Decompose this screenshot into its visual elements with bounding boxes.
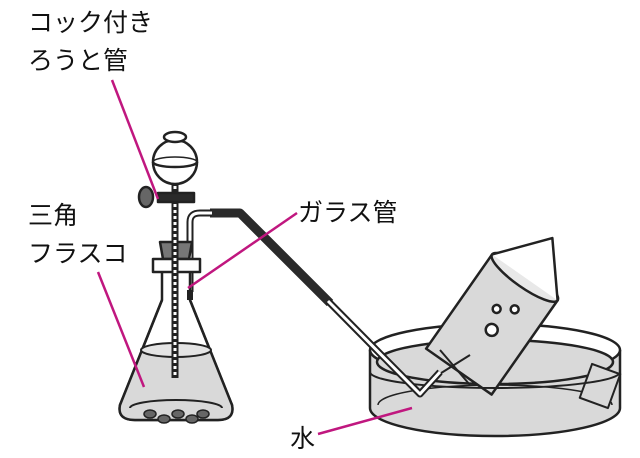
label-flask-2: フラスコ: [28, 239, 128, 268]
leader-funnel: [110, 79, 160, 200]
stopcock-funnel: [137, 130, 199, 378]
collection-bottle: [424, 236, 560, 396]
leader-lines: [96, 79, 413, 436]
delivery-tube: [186, 208, 443, 398]
label-stopcock-funnel-2: ろうと管: [28, 46, 129, 75]
leader-glass-tube: [187, 211, 298, 290]
leader-water: [317, 406, 413, 436]
label-stopcock-funnel-1: コック付き: [28, 8, 154, 37]
leader-flask: [96, 271, 146, 388]
label-water: 水: [290, 424, 316, 453]
water-surface: [369, 371, 621, 389]
label-glass-tube: ガラス管: [298, 198, 398, 227]
solid-reagent: [143, 409, 210, 424]
label-flask-1: 三角: [28, 201, 79, 230]
tub-shelf: [429, 349, 622, 410]
